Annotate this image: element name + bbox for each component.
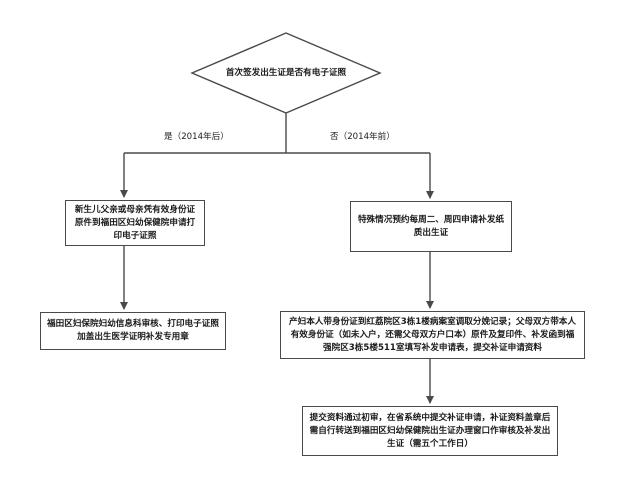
right-step1-box: 特殊情况预约每周二、周四申请补发纸质出生证: [350, 201, 512, 252]
left-step1-box: 新生儿父亲或母亲凭有效身份证原件到福田区妇幼保健院申请打印电子证照: [65, 200, 205, 246]
left-step2-box: 福田区妇保院妇幼信息科审核、打印电子证照加盖出生医学证明补发专用章: [40, 312, 226, 350]
right-step3-box: 提交资料通过初审，在省系统中提交补证申请，补证资料盖章后需自行转送到福田区妇幼保…: [302, 406, 558, 456]
yes-edge-label: 是（2014年后）: [164, 132, 229, 142]
no-edge-label: 否（2014年前）: [330, 132, 395, 142]
decision-text: 首次签发出生证是否有电子证照: [225, 68, 347, 78]
right-step2-box: 产妇本人带身份证到红荔院区3栋1楼病案室调取分娩记录；父母双方带本人有效身份证（…: [280, 311, 585, 359]
